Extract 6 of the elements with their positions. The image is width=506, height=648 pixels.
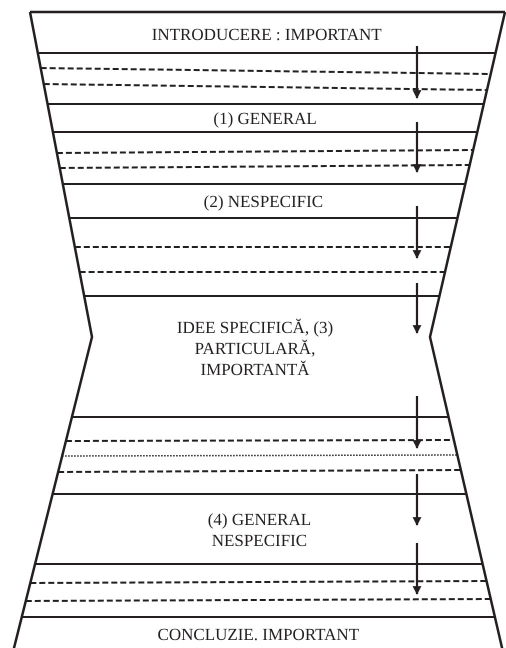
section-text: INTRODUCERE : IMPORTANT bbox=[150, 24, 383, 45]
section-text: IDEE SPECIFICĂ, (3) PARTICULARĂ, IMPORTANTĂ bbox=[176, 316, 334, 380]
section-text: CONCLUZIE. IMPORTANT bbox=[156, 624, 360, 644]
section-text: (2) NESPECIFIC bbox=[202, 191, 324, 212]
section-text: (4) GENERAL NESPECIFIC bbox=[206, 509, 312, 551]
section-text: (1) GENERAL bbox=[212, 108, 318, 128]
